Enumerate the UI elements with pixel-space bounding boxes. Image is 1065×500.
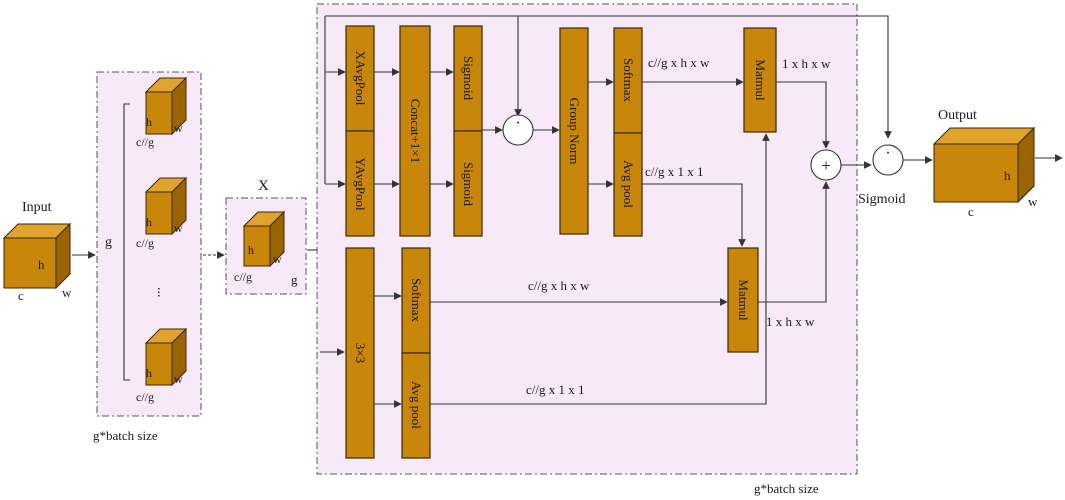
avgpool-bot-label: Avg pool: [409, 381, 424, 429]
group-g-label: g: [105, 235, 112, 250]
output-h-label: h: [1004, 168, 1011, 183]
softmax-bot-label: Softmax: [409, 278, 424, 323]
main-batch-label: g*batch size: [754, 481, 819, 496]
concat-block: [399, 25, 431, 237]
group-ellipsis: ...: [154, 287, 169, 298]
multiply-op-1-symbol: ·: [515, 115, 520, 132]
yavgpool-block: [345, 130, 375, 237]
edge-cghw-bot: c//g x h x w: [528, 278, 590, 293]
sigmoid1-block: [453, 25, 483, 132]
sigmoid2-label: Sigmoid: [461, 162, 476, 207]
matmul-bot-to-add-arrow: [758, 181, 830, 303]
conv3-label: 3×3: [353, 343, 368, 363]
group-cube-1-c: c//g: [136, 135, 154, 149]
matmul-top-to-add-arrow: [776, 81, 830, 149]
group-cube-3-c: c//g: [136, 390, 154, 404]
softmax-bot-block: [401, 247, 431, 354]
group-cube-1-w: w: [174, 121, 183, 135]
xavgpool-block: [345, 25, 375, 132]
avgpool-top-label: Avg pool: [621, 160, 636, 208]
input-cube: [2, 222, 72, 290]
avgpool-bot-block: [401, 352, 431, 459]
group-cube-2-c: c//g: [136, 236, 154, 250]
output-c-label: c: [968, 204, 974, 219]
output-w-label: w: [1028, 194, 1038, 209]
group-cube-2: [144, 176, 188, 236]
input-c-label: c: [18, 288, 24, 303]
x-c-label: c//g: [234, 270, 252, 284]
matmul-top-block: [743, 27, 777, 133]
group-cube-3-h: h: [146, 366, 152, 380]
group-cube-1-h: h: [146, 115, 152, 129]
input-w-label: w: [62, 285, 72, 300]
output-title: Output: [938, 108, 977, 123]
xavgpool-label: XAvgPool: [353, 51, 368, 106]
group-cube-2-h: h: [146, 215, 152, 229]
avgpool-top-to-matmul-bottom-arrow: [642, 183, 746, 247]
x-cube: [242, 210, 286, 268]
edge-cg11-top: c//g x 1 x 1: [645, 164, 704, 179]
group-cube-1: [144, 76, 188, 136]
x-g-label: g: [291, 272, 298, 287]
sigmoid-gate-label: Sigmoid: [858, 192, 905, 207]
matmul-bot-block: [727, 247, 759, 353]
x-w-label: w: [273, 252, 282, 266]
edge-one-hw-bot: 1 x h x w: [766, 314, 815, 329]
softmax-top-label: Softmax: [621, 58, 636, 103]
sigmoid1-label: Sigmoid: [461, 56, 476, 101]
add-op-symbol: +: [821, 156, 831, 175]
groupnorm-block: [559, 27, 589, 235]
input-h-label: h: [38, 257, 45, 272]
groupnorm-label: Group Norm: [567, 98, 582, 165]
edge-one-hw-top: 1 x h x w: [782, 56, 831, 71]
group-bracket: [123, 103, 130, 381]
x-title: X: [258, 178, 269, 194]
multiply-op-2-symbol: ·: [885, 145, 890, 162]
concat-label: Concat+1×1: [408, 99, 423, 164]
edge-cg11-bot: c//g x 1 x 1: [526, 382, 585, 397]
avgpool-bot-to-matmul-top-arrow: [430, 133, 770, 405]
group-cube-2-w: w: [174, 221, 183, 235]
residual-skip-path: [325, 15, 892, 139]
group-cube-3-w: w: [174, 372, 183, 386]
conv3-block: [345, 247, 375, 459]
matmul-bot-label: Matmul: [736, 279, 751, 321]
group-cube-3: [144, 327, 188, 387]
sigmoid2-block: [453, 130, 483, 237]
softmax-top-block: [613, 27, 643, 134]
yavgpool-label: YAvgPool: [353, 157, 368, 211]
edge-cghw-top: c//g x h x w: [648, 55, 710, 70]
matmul-top-label: Matmul: [753, 59, 768, 101]
input-title: Input: [22, 200, 52, 215]
output-cube: [932, 126, 1036, 204]
x-h-label: h: [248, 243, 254, 257]
group-batch-label: g*batch size: [93, 428, 158, 443]
